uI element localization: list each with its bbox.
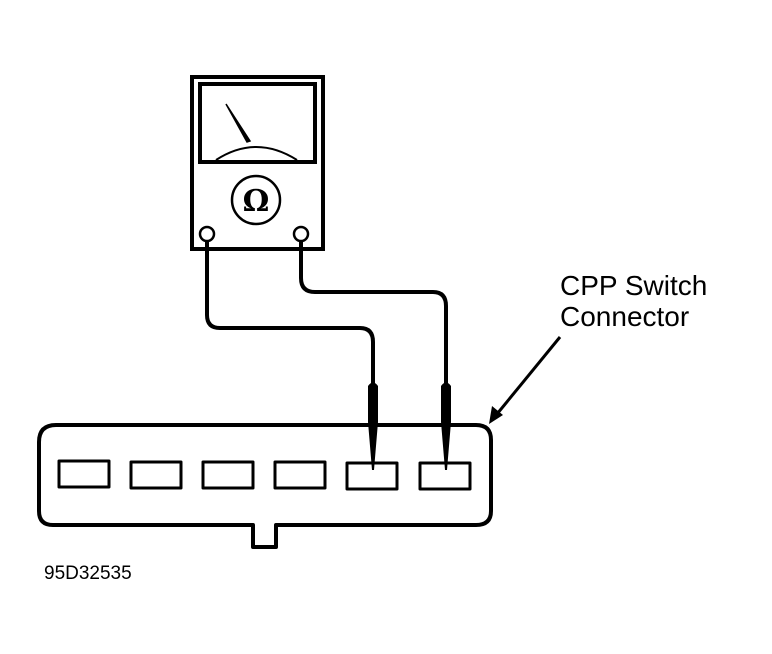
callout-line-2: Connector (560, 301, 690, 332)
terminal-2 (129, 460, 183, 490)
callout-arrow (489, 336, 562, 424)
terminal-6 (418, 461, 472, 491)
terminal-5 (345, 461, 399, 491)
meter-needle (225, 103, 252, 143)
lead-wire-left (205, 241, 375, 385)
ohm-symbol-ring (230, 174, 282, 226)
meter-terminal-left (198, 225, 216, 243)
connector (37, 423, 493, 549)
ohm-symbol: Ω (243, 184, 270, 219)
meter-terminal-right (292, 225, 310, 243)
test-leads (205, 241, 448, 385)
figure-id: 95D32535 (44, 563, 132, 584)
terminal-4 (273, 460, 327, 490)
meter-display (198, 82, 317, 164)
terminal-1 (57, 459, 111, 489)
arrowhead-icon (489, 406, 503, 424)
callout-line-1: CPP Switch (560, 270, 708, 301)
callout-label: CPP Switch Connector (560, 270, 707, 332)
connector-housing (37, 423, 493, 549)
ohmmeter: Ω (190, 75, 325, 251)
lead-wire-right (299, 241, 448, 385)
terminal-3 (201, 460, 255, 490)
meter-body (190, 75, 325, 251)
meter-scale-arc (215, 146, 298, 161)
